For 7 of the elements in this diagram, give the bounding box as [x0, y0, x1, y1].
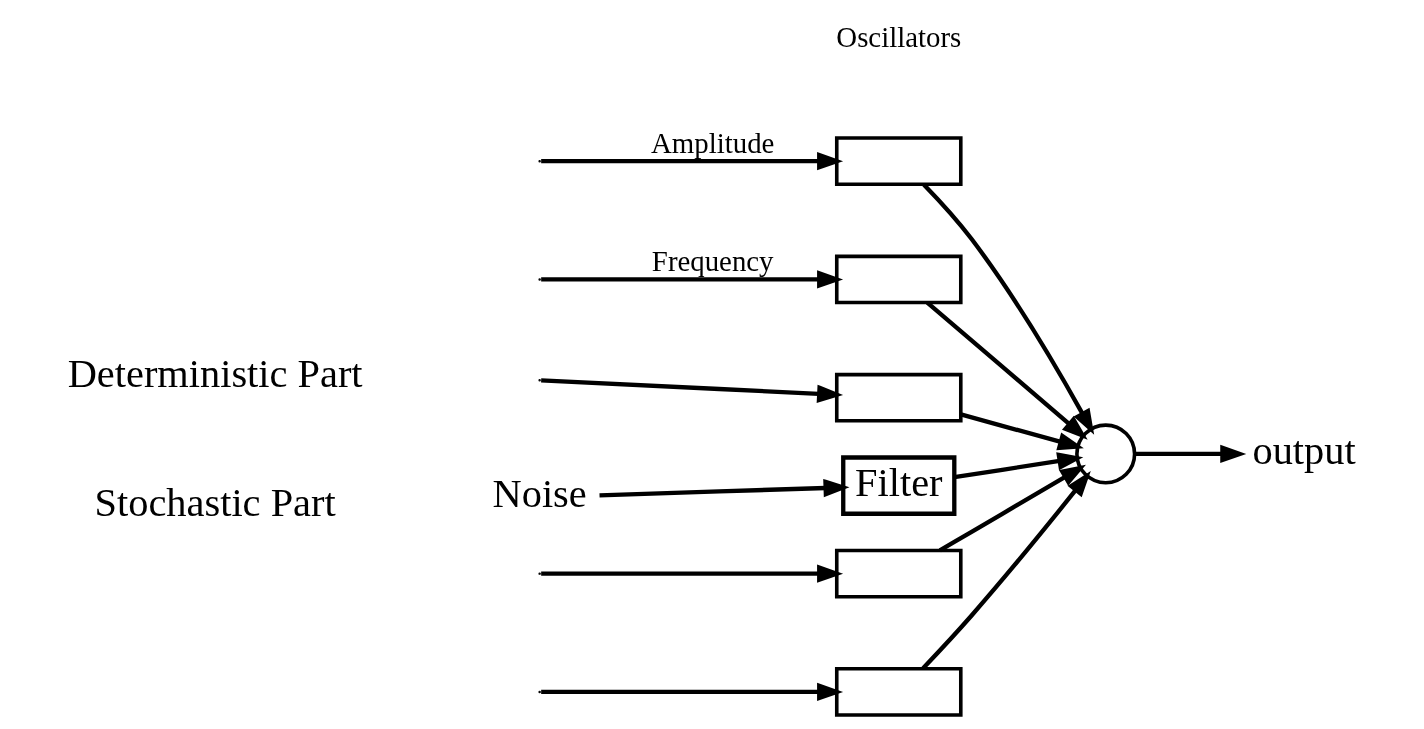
node-text: Noise	[492, 471, 587, 517]
label: Oscillators	[836, 21, 962, 54]
edge-label: Frequency	[651, 244, 774, 277]
edge-label: Amplitude	[651, 126, 775, 159]
label: Deterministic Part	[67, 351, 363, 397]
node-text: output	[1252, 427, 1356, 473]
label: Stochastic Part	[94, 479, 336, 525]
